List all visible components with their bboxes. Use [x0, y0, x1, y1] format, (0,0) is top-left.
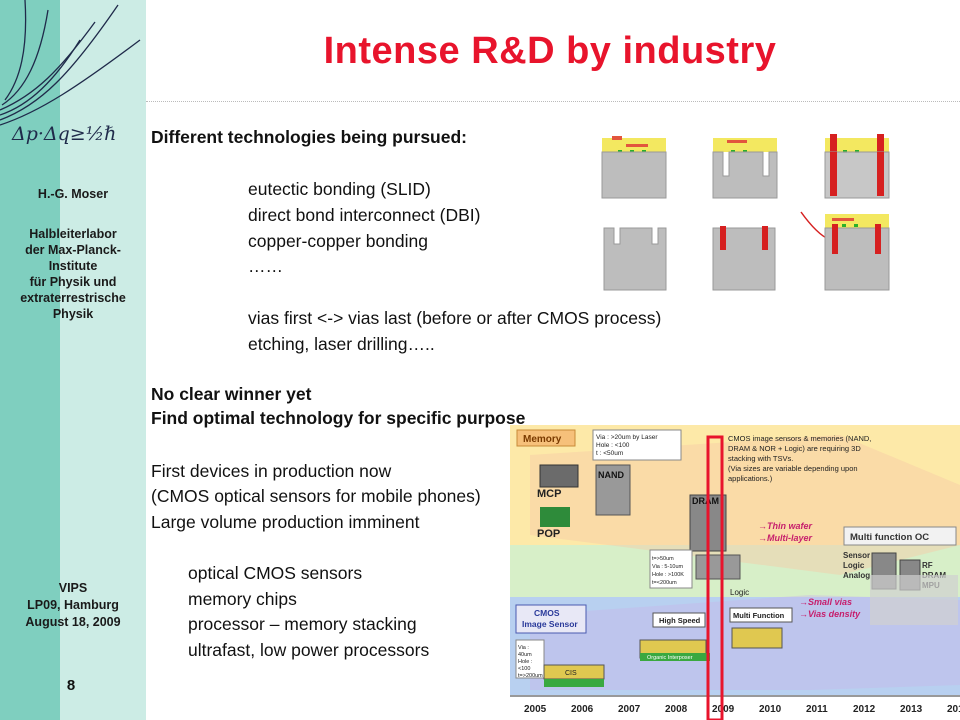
- year-label: 2008: [665, 704, 688, 715]
- year-label: 2007: [618, 704, 641, 715]
- via-step-1: [601, 136, 667, 199]
- application-item: processor – memory stacking: [188, 614, 417, 634]
- winner-line: Find optimal technology for specific pur…: [151, 408, 526, 428]
- event-line: VIPS: [58, 581, 88, 595]
- heisenberg-logo-icon: Δp·Δq≥½ℏ: [0, 0, 141, 145]
- year-label: 2011: [806, 704, 828, 715]
- multi-function-label: Multi function OC: [850, 532, 929, 543]
- via-note-2: t=>50um Via : 5-10um Hole : >100K t=<200…: [652, 556, 685, 586]
- production-line: First devices in production now: [151, 461, 392, 481]
- small-vias-note: →Small vias: [799, 597, 852, 607]
- event-line: August 18, 2009: [25, 615, 121, 629]
- vias-density-note: →Vias density: [799, 609, 861, 619]
- dram-label: DRAM: [692, 496, 719, 506]
- via-step-5: [712, 226, 776, 291]
- high-speed-label: High Speed: [659, 616, 701, 625]
- memory-label: Memory: [523, 434, 562, 445]
- application-item: ultrafast, low power processors: [188, 640, 430, 660]
- vias-line: etching, laser drilling…..: [248, 334, 435, 354]
- institute-line: Institute: [48, 259, 98, 273]
- memory-note: Via : >20um by Laser Hole : <100 t : <50…: [596, 434, 659, 457]
- tech-item: eutectic bonding (SLID): [248, 179, 431, 199]
- memory-tag: [516, 429, 576, 447]
- via-step-6: [800, 211, 890, 291]
- multi-function-2-label: Multi Function: [733, 611, 785, 620]
- production-line: (CMOS optical sensors for mobile phones): [151, 486, 481, 506]
- logic-label: Logic: [730, 588, 749, 597]
- via-step-3: [824, 134, 890, 199]
- application-item: memory chips: [188, 589, 297, 609]
- tech-item: ……: [248, 256, 283, 276]
- year-label: 2010: [759, 704, 782, 715]
- institute-line: Physik: [52, 307, 94, 321]
- page-number: 8: [66, 677, 76, 694]
- svg-text:Δp·Δq≥½ℏ: Δp·Δq≥½ℏ: [11, 123, 116, 145]
- via-step-2: [712, 138, 778, 199]
- application-item: optical CMOS sensors: [188, 563, 363, 583]
- institute-block: Halbleiterlabor der Max-Planck- Institut…: [0, 226, 146, 322]
- institute-line: extraterrestrische: [20, 291, 126, 305]
- sidebar-dark-strip: [0, 0, 60, 720]
- tech-item: copper-copper bonding: [248, 231, 428, 251]
- thin-wafer-note: →Thin wafer: [758, 521, 813, 531]
- multi-layer-note: →Multi-layer: [758, 533, 813, 543]
- slide-title: Intense R&D by industry: [323, 30, 777, 72]
- author-name: H.-G. Moser: [37, 187, 109, 201]
- via-step-4: [603, 227, 667, 291]
- cmos-note: CMOS image sensors & memories (NAND, DRA…: [728, 434, 873, 483]
- year-label: 2014: [947, 704, 960, 715]
- high-speed-tag: [652, 612, 706, 628]
- year-label: 2006: [571, 704, 594, 715]
- via-note-3: Via : 40um Hole : <100 t=>200um: [518, 645, 543, 679]
- mcp-label: MCP: [537, 488, 561, 500]
- sidebar-light-strip: [60, 0, 146, 720]
- interposer-bar: [640, 653, 710, 661]
- interposer-label: Organic Interposer: [647, 655, 693, 661]
- pop-label: POP: [537, 528, 560, 540]
- memory-band: [510, 425, 960, 545]
- year-2009-highlight: [706, 435, 724, 720]
- heading-technologies: Different technologies being pursued:: [151, 127, 467, 147]
- event-block: VIPS LP09, Hamburg August 18, 2009: [0, 580, 146, 631]
- sensor-stack: Sensor Logic Analog: [843, 551, 872, 580]
- institute-line: Halbleiterlabor: [29, 227, 117, 241]
- production-line: Large volume production imminent: [151, 512, 420, 532]
- cmos-sensor-label: CMOS Image Sensor: [522, 608, 578, 629]
- cmos-sensor-tag: [515, 604, 587, 634]
- multi-function-2-tag: [729, 607, 793, 623]
- nand-label: NAND: [598, 470, 624, 480]
- year-axis-band: [510, 695, 960, 720]
- tsv-roadmap-figure: Memory Via : >20um by Laser Hole : <100 …: [510, 425, 960, 720]
- institute-line: der Max-Planck-: [25, 243, 121, 257]
- event-line: LP09, Hamburg: [27, 598, 119, 612]
- institute-line: für Physik und: [29, 275, 117, 289]
- year-label: 2012: [853, 704, 876, 715]
- tech-item: direct bond interconnect (DBI): [248, 205, 481, 225]
- via-process-diagram: [601, 134, 890, 291]
- multi-function-tag: [843, 526, 957, 546]
- winner-line: No clear winner yet: [151, 384, 312, 404]
- year-label: 2013: [900, 704, 923, 715]
- year-label: 2005: [524, 704, 547, 715]
- title-divider: [146, 101, 960, 102]
- cis-label: CIS: [565, 670, 577, 677]
- vias-line: vias first <-> vias last (before or afte…: [248, 308, 662, 328]
